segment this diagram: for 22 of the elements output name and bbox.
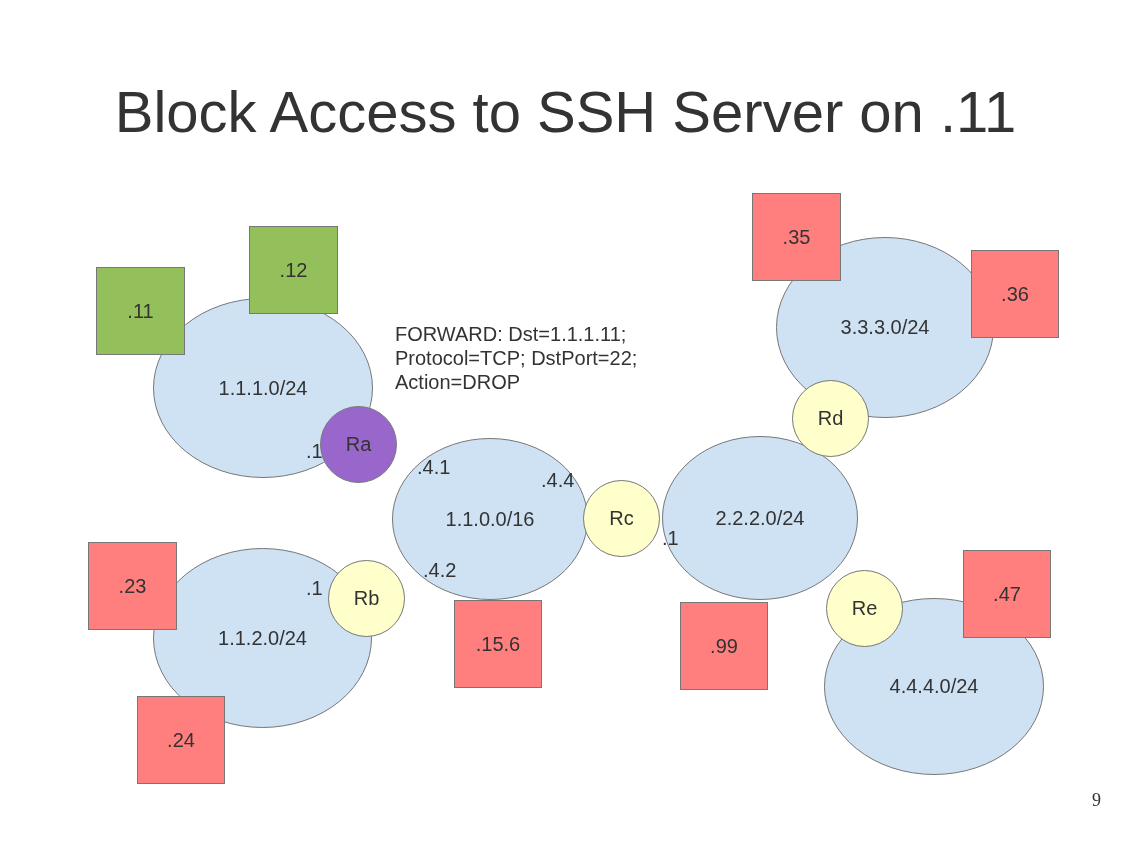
slide-title: Block Access to SSH Server on .11 xyxy=(113,78,1018,145)
interface-address: .4.2 xyxy=(423,559,457,582)
host-box: .12 xyxy=(249,226,338,314)
host-box: .23 xyxy=(88,542,177,630)
interface-address: .1 xyxy=(306,440,323,463)
host-box: .24 xyxy=(137,696,225,784)
page-number: 9 xyxy=(1092,790,1101,811)
host-box: .99 xyxy=(680,602,768,690)
rule-text: FORWARD: Dst=1.1.1.11; Protocol=TCP; DstPort=22; Action=DROP xyxy=(395,322,639,394)
router-circle: Rd xyxy=(792,380,869,457)
router-circle: Rb xyxy=(328,560,405,637)
host-box: .11 xyxy=(96,267,185,355)
interface-address: .4.4 xyxy=(541,469,575,492)
interface-address: .1 xyxy=(306,577,323,600)
host-box: .36 xyxy=(971,250,1059,338)
interface-address: .1 xyxy=(662,527,679,550)
host-box: .47 xyxy=(963,550,1051,638)
interface-address: .4.1 xyxy=(417,456,451,479)
router-circle: Re xyxy=(826,570,903,647)
host-box: .15.6 xyxy=(454,600,542,688)
router-circle: Rc xyxy=(583,480,660,557)
host-box: .35 xyxy=(752,193,841,281)
